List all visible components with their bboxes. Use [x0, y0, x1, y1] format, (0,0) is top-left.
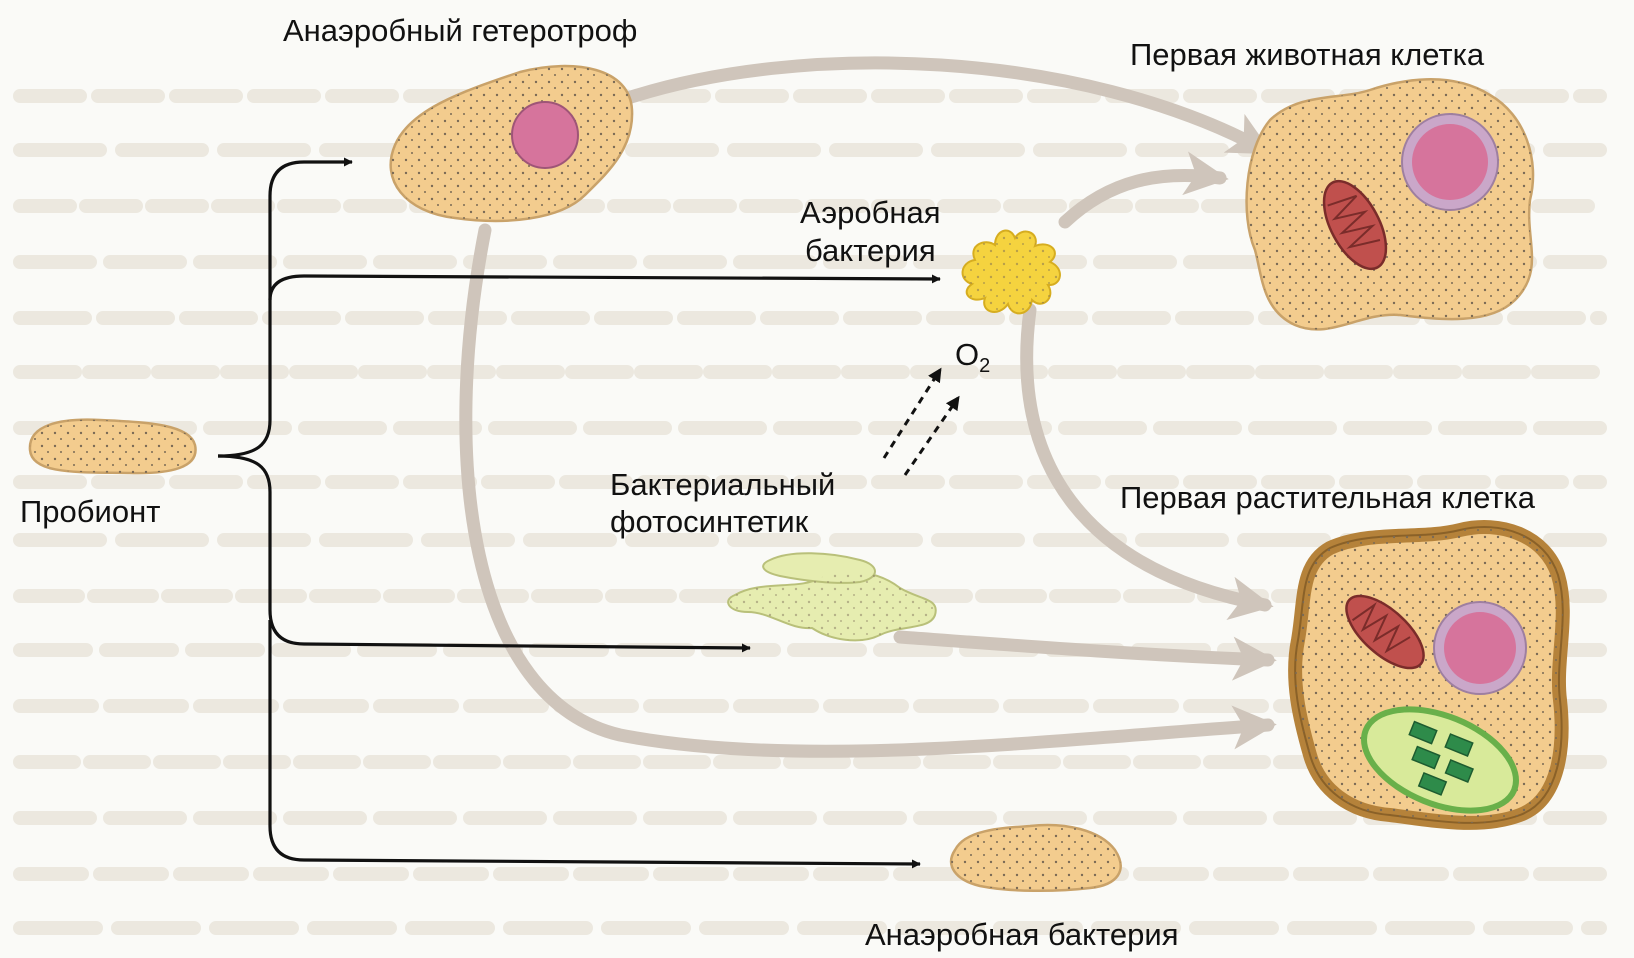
oxygen-symbol: O: [955, 337, 979, 372]
photosynthetic-bacterium-cell: [728, 553, 936, 640]
probiont-cell: [30, 420, 196, 473]
label-first-animal-cell: Первая животная клетка: [1130, 38, 1484, 72]
nucleus: [512, 102, 578, 168]
label-aerobic-bacterium-line1: Аэробная: [800, 196, 941, 230]
first-plant-cell: [1295, 527, 1563, 831]
flow-arrow-aerobic-to-plant: [1027, 310, 1265, 605]
label-anaerobic-bacterium: Анаэробная бактерия: [865, 918, 1178, 952]
anaerobic-bacterium-cell: [951, 825, 1120, 891]
label-aerobic-bacterium-line2: бактерия: [805, 234, 936, 268]
label-bacterial-photosynthetic-line1: Бактериальный: [610, 468, 835, 502]
flow-arrow-heterotroph-to-animal: [622, 63, 1265, 150]
flow-arrow-aerobic-to-animal: [1065, 175, 1220, 222]
label-oxygen: O2: [955, 338, 990, 383]
label-probiont: Пробионт: [20, 495, 160, 529]
branch-arrow-to-aerobic: [270, 276, 940, 300]
first-animal-cell: [1247, 79, 1533, 329]
aerobic-bacterium-cell: [963, 231, 1060, 314]
label-bacterial-photosynthetic-line2: фотосинтетик: [610, 505, 808, 539]
oxygen-subscript: 2: [979, 355, 990, 377]
label-anaerobic-heterotroph: Анаэробный гетеротроф: [283, 14, 637, 48]
label-first-plant-cell: Первая растительная клетка: [1120, 481, 1535, 515]
